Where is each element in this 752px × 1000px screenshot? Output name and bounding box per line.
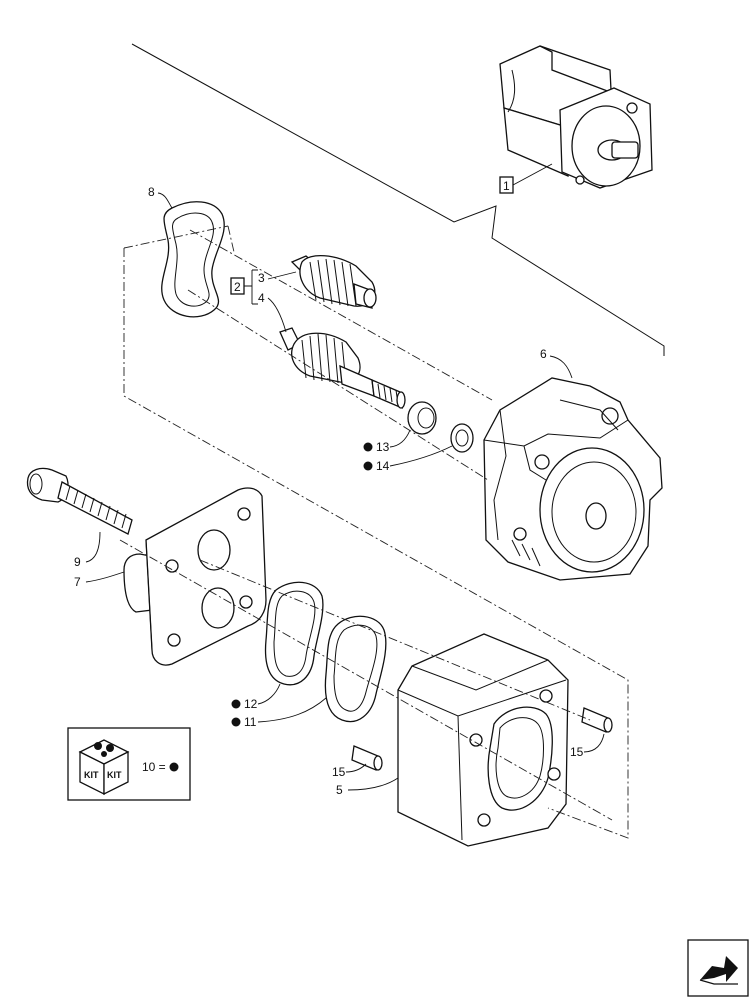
callout-label-15b: 15 [570,745,584,759]
callout-label-15a: 15 [332,765,346,779]
washer-14 [450,423,474,453]
kit-legend: KIT KIT 10 = [67,727,191,801]
callout-label-12: 12 [244,697,258,711]
kit-box-icon: KIT KIT [78,739,130,796]
kit-marker-dot [231,699,241,709]
assembly-center-lines [119,225,629,839]
cover-plate-7 [123,487,267,666]
kit-marker-dot [231,717,241,727]
callout-label-6: 6 [540,347,547,361]
gear-housing-5 [397,633,569,847]
kit-marker-dot [363,442,373,452]
svg-text:KIT: KIT [84,770,99,780]
kit-marker-dot [169,762,179,772]
gear-shaft-3 [290,255,377,309]
oring-11 [324,615,387,723]
assembled-pump-illustration [499,45,653,189]
callout-label-3: 3 [258,271,265,285]
kit-marker-dot [363,461,373,471]
dowel-pin-15b [581,707,613,733]
callout-label-1: 1 [503,179,510,193]
dowel-pin-15a [351,745,383,771]
pump-housing-6 [483,377,663,581]
next-page-arrow-icon[interactable] [687,939,749,997]
callout-label-14: 14 [376,459,390,473]
callout-label-13: 13 [376,440,390,454]
oring-12 [264,581,324,686]
kit-legend-text: 10 = [142,760,166,774]
bushing-13 [407,401,437,435]
callout-label-7: 7 [74,575,81,589]
gear-shaft-4 [279,327,406,410]
callout-label-11: 11 [244,715,257,729]
callout-label-8: 8 [148,185,155,199]
callout-label-9: 9 [74,555,81,569]
svg-text:KIT: KIT [107,770,122,780]
oring-seal-8 [161,201,225,318]
callout-label-2: 2 [234,280,241,294]
callout-label-5: 5 [336,783,343,797]
bolt-9 [26,467,133,535]
callout-label-4: 4 [258,291,265,305]
assembly-bracket-line [131,43,665,356]
